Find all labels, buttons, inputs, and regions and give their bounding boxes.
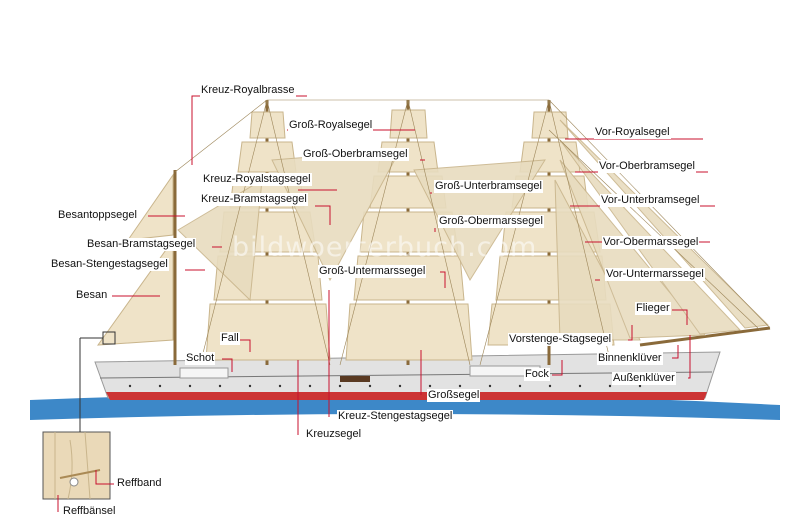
watermark: bildwoerterbuch.com xyxy=(232,232,538,263)
label-gross-untermarssegel: Groß-Untermarssegel xyxy=(318,265,427,278)
vor-royal xyxy=(531,111,569,139)
leader-vorstenge-stagsegel xyxy=(628,325,633,341)
besan xyxy=(96,238,174,346)
label-vor-royalsegel: Vor-Royalsegel xyxy=(594,126,671,139)
label-kreuz-bramstagsegel: Kreuz-Bramstagsegel xyxy=(200,193,308,206)
label-aussenkluever: Außenklüver xyxy=(612,372,676,385)
label-vor-unterbramsegel: Vor-Unterbramsegel xyxy=(600,194,701,207)
label-grosssegel: Großsegel xyxy=(427,389,481,402)
leader-fock xyxy=(552,360,563,376)
label-gross-unterbramsegel: Groß-Unterbramsegel xyxy=(434,180,543,193)
leader-flieger xyxy=(672,309,688,325)
leader-fall xyxy=(240,339,251,352)
label-gross-oberbramsegel: Groß-Oberbramsegel xyxy=(302,148,409,161)
leader-kreuz-bramstagsegel xyxy=(315,205,331,225)
label-vor-obermarssegel: Vor-Obermarssegel xyxy=(602,236,700,249)
leader-gross-untermarssegel xyxy=(440,271,446,288)
label-gross-obermarssegel: Groß-Obermarssegel xyxy=(438,215,544,228)
label-binnenkluever: Binnenklüver xyxy=(597,352,663,365)
label-besantoppsegel: Besantoppsegel xyxy=(57,209,138,222)
label-kreuz-royalbrasse: Kreuz-Royalbrasse xyxy=(200,84,296,97)
label-reffbaensel: Reffbänsel xyxy=(62,505,117,518)
label-gross-royalsegel: Groß-Royalsegel xyxy=(288,119,374,132)
besantoppsegel xyxy=(126,173,174,241)
detail-inset xyxy=(42,431,111,500)
water xyxy=(30,393,780,420)
leader-binnenkluever xyxy=(672,345,679,359)
label-kreuz-royalstagsegel: Kreuz-Royalstagsegel xyxy=(202,173,312,186)
label-reffband: Reffband xyxy=(116,477,163,490)
label-flieger: Flieger xyxy=(635,302,671,315)
label-kreuz-stengestagsegel: Kreuz-Stengestagsegel xyxy=(337,410,454,423)
label-besan: Besan xyxy=(75,289,109,302)
grosssegel xyxy=(345,303,473,361)
label-fall: Fall xyxy=(220,332,240,345)
label-fock: Fock xyxy=(524,368,550,381)
label-vorstenge-stagsegel: Vorstenge-Stagsegel xyxy=(508,333,613,346)
bowsprit xyxy=(639,326,771,347)
label-besan-stengestagsegel: Besan-Stengestagsegel xyxy=(50,258,169,271)
label-vor-oberbramsegel: Vor-Oberbramsegel xyxy=(598,160,696,173)
leader-reffband xyxy=(95,470,114,485)
kreuzsegel xyxy=(205,303,331,361)
gross-royal xyxy=(389,109,428,139)
hull-waterline xyxy=(106,392,707,400)
label-kreuzsegel: Kreuzsegel xyxy=(305,428,363,441)
label-schot: Schot xyxy=(185,352,216,365)
leader-schot xyxy=(222,358,233,372)
kreuz-royal xyxy=(249,111,286,139)
label-vor-untermarssegel: Vor-Untermarssegel xyxy=(605,268,705,281)
leader-aussenkluever xyxy=(688,335,691,379)
label-besan-bramstagsegel: Besan-Bramstagsegel xyxy=(86,238,197,251)
